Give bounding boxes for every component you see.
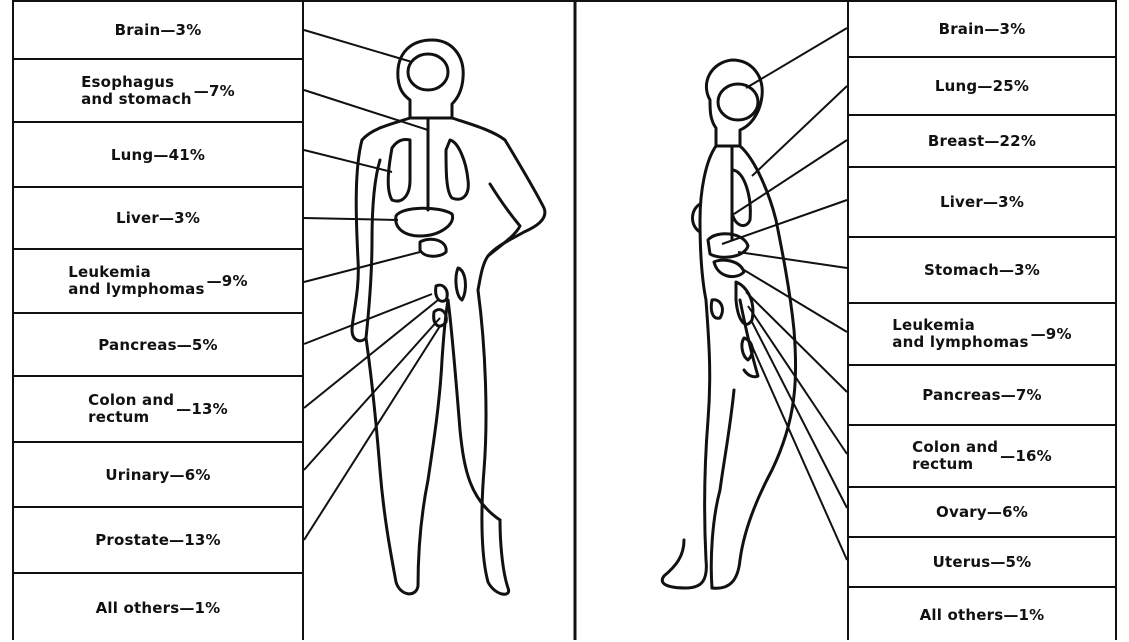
female-figure [662, 60, 795, 588]
female-leader-lines [722, 28, 847, 560]
male-figure [352, 40, 545, 594]
